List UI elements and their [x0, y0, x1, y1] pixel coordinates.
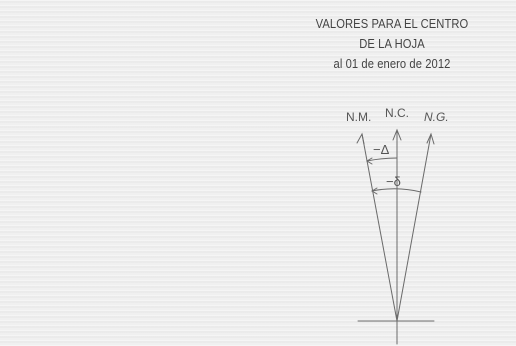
declination-info-block: VALORES PARA EL CENTRO DE LA HOJA al 01 … — [313, 14, 471, 74]
magnetic-north-line — [361, 133, 398, 322]
header-line-1: VALORES PARA EL CENTRO — [315, 16, 469, 31]
delta-angle-arc — [366, 157, 398, 162]
grid-north-line — [396, 133, 432, 322]
magnetic-north-label: N.M. — [346, 110, 371, 124]
delta-angle-label: −Δ — [373, 142, 390, 157]
header-line-3: al 01 de enero de 2012 — [333, 56, 451, 71]
header-line-2: DE LA HOJA — [359, 36, 425, 51]
delta-small-arc-arrowhead — [371, 187, 378, 195]
magnetic-north-arrowhead — [356, 132, 365, 145]
grid-north-label: N.G. — [424, 110, 449, 124]
true-north-arrowhead — [392, 128, 402, 141]
delta-small-label: −δ — [386, 174, 401, 189]
true-north-label: N.C. — [385, 106, 409, 120]
grid-north-arrowhead — [426, 132, 435, 145]
delta-arc-arrowhead — [366, 157, 373, 165]
delta-small-arc — [371, 188, 422, 193]
